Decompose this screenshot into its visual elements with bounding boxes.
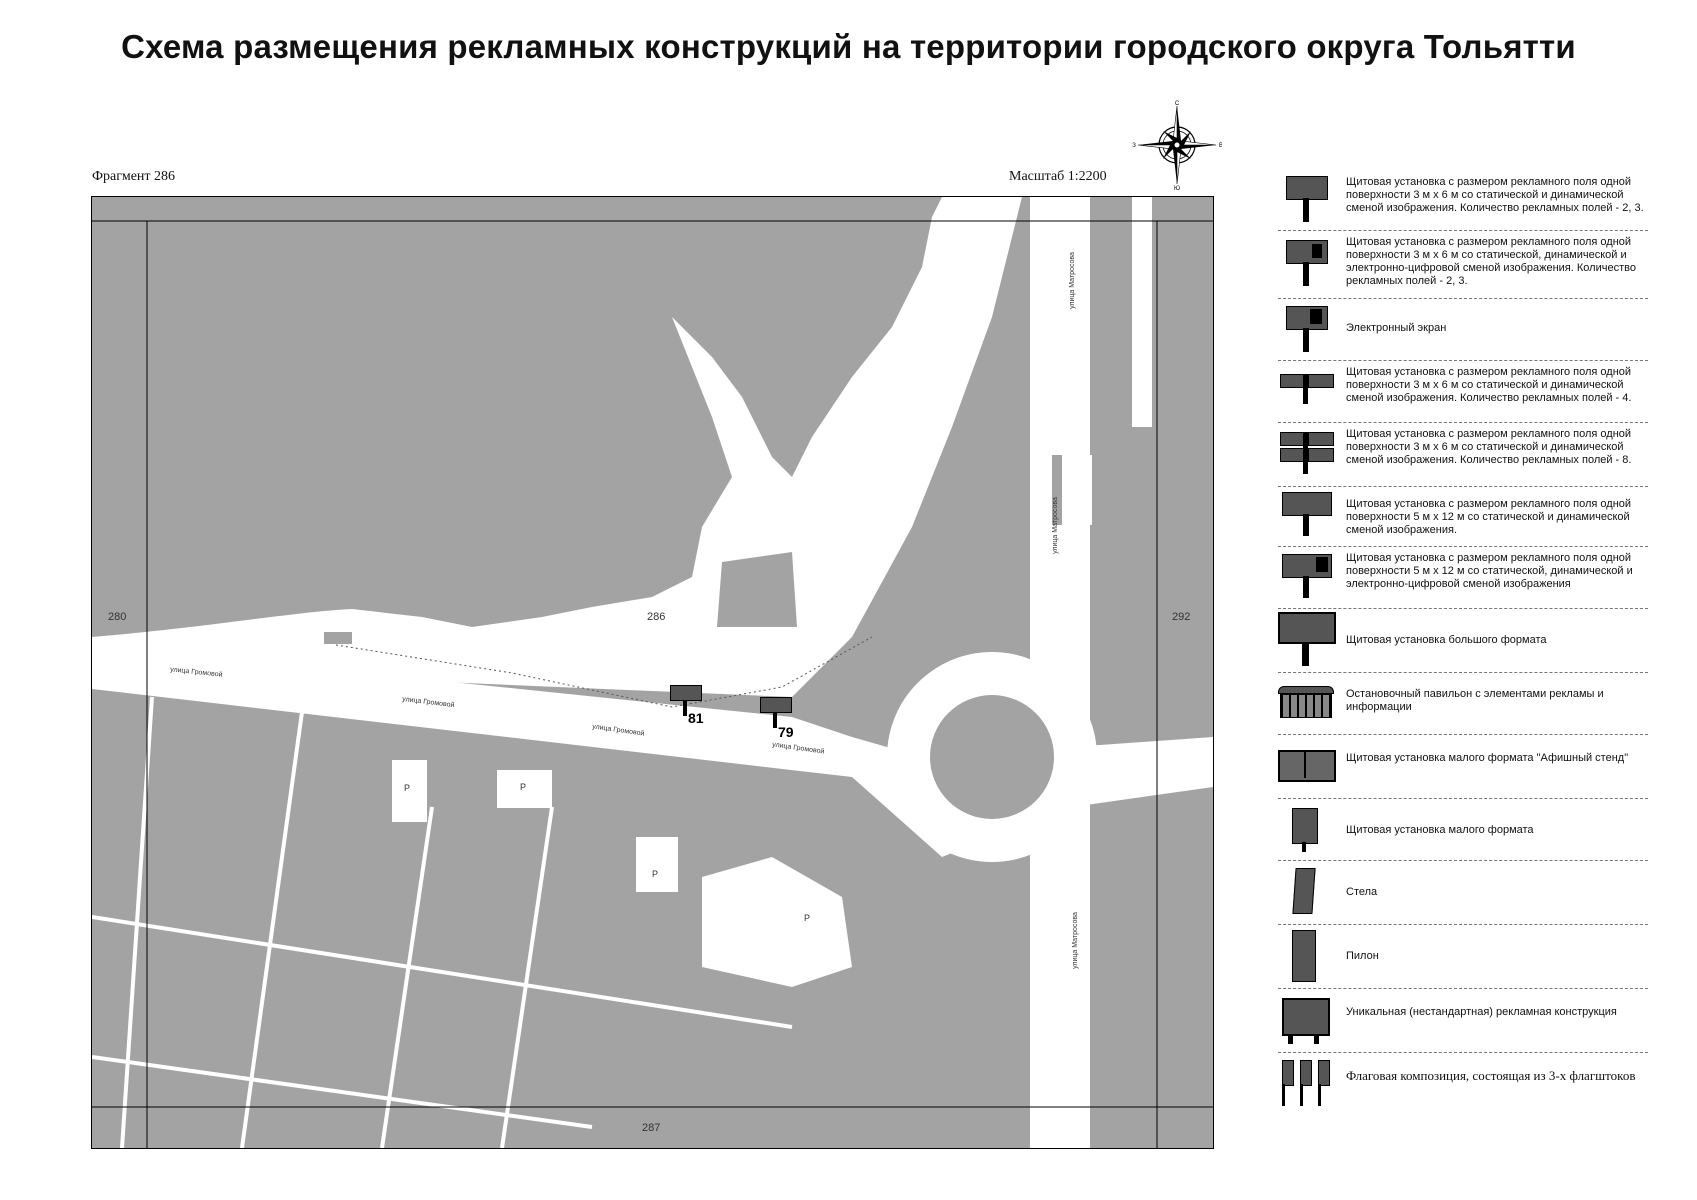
- legend-item: Щитовая установка с размером рекламного …: [1278, 422, 1648, 487]
- small-format-billboard-icon: [1278, 808, 1334, 852]
- map-canvas: [92, 197, 1213, 1148]
- stele-icon: [1278, 868, 1334, 916]
- street-label: улица Матросова: [1068, 252, 1076, 309]
- marker-number: 81: [688, 710, 704, 726]
- parking-label: P: [804, 913, 811, 923]
- street-label: улица Матросова: [1051, 497, 1059, 554]
- legend-item: Щитовая установка с размером рекламного …: [1278, 486, 1648, 547]
- fragment-label: Фрагмент 286: [92, 169, 176, 184]
- marker-number: 79: [778, 724, 794, 740]
- page-title: Схема размещения рекламных конструкций н…: [121, 28, 1576, 65]
- pylon-icon: [1278, 930, 1334, 982]
- legend-item: Щитовая установка большого формата: [1278, 608, 1648, 673]
- fragment-number-center: 286: [647, 611, 666, 623]
- scale-label: Масштаб 1:2200: [1009, 169, 1107, 184]
- billboard-icon: [670, 685, 702, 701]
- billboard-marker-81[interactable]: [670, 685, 704, 719]
- fragment-number-left: 280: [108, 611, 127, 623]
- legend-item: Пилон: [1278, 924, 1648, 989]
- legend-item: Щитовая установка с размером рекламного …: [1278, 168, 1648, 231]
- billboard-icon: [760, 697, 792, 713]
- poster-stand-icon: [1278, 750, 1336, 786]
- billboard-marker-79[interactable]: [760, 697, 794, 731]
- parking-label: P: [404, 783, 411, 793]
- billboard-3x6-digital-icon: [1278, 240, 1334, 290]
- compass-rose-icon: С Ю В З: [1132, 100, 1223, 192]
- svg-text:С: С: [1175, 101, 1180, 107]
- parking-label: P: [652, 869, 659, 879]
- legend-item: Стела: [1278, 860, 1648, 925]
- legend-item: Щитовая установка с размером рекламного …: [1278, 360, 1648, 423]
- billboard-5x12-static-icon: [1278, 492, 1334, 542]
- billboard-8-fields-icon: [1278, 432, 1334, 480]
- billboard-4-fields-icon: [1278, 374, 1334, 414]
- legend-item: Щитовая установка малого формата: [1278, 798, 1648, 861]
- legend-item: Флаговая композиция, состоящая из 3-х фл…: [1278, 1052, 1648, 1112]
- fragment-number-right: 292: [1172, 611, 1191, 623]
- street-label: улица Матросова: [1071, 912, 1079, 969]
- flag-composition-icon: [1278, 1060, 1334, 1108]
- legend-item: Щитовая установка малого формата "Афишны…: [1278, 734, 1648, 799]
- bus-stop-pavilion-icon: [1278, 686, 1334, 726]
- svg-text:В: В: [1219, 143, 1222, 149]
- legend-item: Остановочный павильон с элементами рекла…: [1278, 672, 1648, 735]
- legend-item: Уникальная (нестандартная) рекламная кон…: [1278, 988, 1648, 1053]
- legend-item: Щитовая установка с размером рекламного …: [1278, 546, 1648, 609]
- legend-item: Электронный экран: [1278, 298, 1648, 361]
- svg-text:З: З: [1132, 143, 1136, 149]
- svg-text:Ю: Ю: [1174, 186, 1180, 190]
- legend-item: Щитовая установка с размером рекламного …: [1278, 230, 1648, 299]
- unique-construction-icon: [1278, 998, 1334, 1044]
- fragment-number-bottom: 287: [642, 1122, 661, 1134]
- map-fragment[interactable]: 286 280 292 287 улица Громовой улица Гро…: [91, 196, 1214, 1149]
- billboard-3x6-static-icon: [1278, 176, 1334, 226]
- parking-label: P: [520, 782, 527, 792]
- billboard-5x12-digital-icon: [1278, 554, 1334, 604]
- electronic-screen-icon: [1278, 306, 1334, 356]
- large-format-billboard-icon: [1278, 612, 1336, 668]
